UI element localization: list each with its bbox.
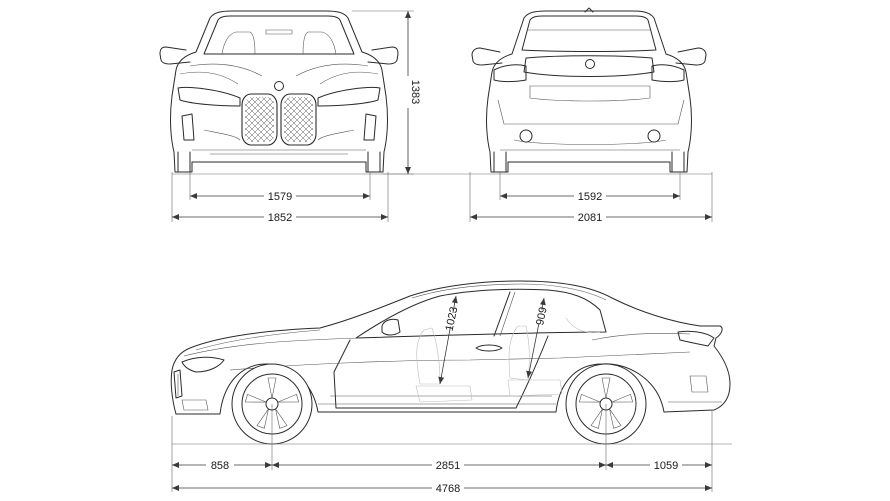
rear-body-outline — [486, 10, 692, 173]
front-overhang-label: 858 — [211, 460, 229, 472]
front-right-air-intake — [363, 113, 377, 141]
side-view — [170, 280, 731, 445]
rear-overhang-label: 1059 — [654, 460, 678, 472]
rear-right-tyre — [671, 151, 685, 173]
rear-window — [521, 15, 657, 52]
front-right-headlight — [317, 87, 381, 107]
front-left-tyre — [177, 151, 191, 173]
rear-left-tyre — [493, 151, 507, 173]
wheelbase-label: 2851 — [436, 460, 460, 472]
front-left-kidney-grille — [241, 93, 278, 146]
front-right-kidney-grille — [280, 93, 317, 146]
rear-left-tail-light — [493, 64, 527, 82]
side-body-outline — [170, 280, 731, 415]
front-windshield — [203, 15, 355, 55]
rear-right-exhaust — [647, 129, 661, 143]
front-headroom-label: 1023 — [444, 306, 461, 332]
front-left-headlight — [177, 87, 241, 107]
front-right-mirror — [367, 46, 399, 65]
height-label: 1383 — [409, 80, 421, 104]
front-view — [159, 10, 399, 173]
front-left-mirror — [159, 46, 191, 65]
front-left-air-intake — [181, 113, 195, 141]
rear-right-tail-light — [651, 64, 685, 82]
front-width-label: 1852 — [268, 212, 292, 224]
rear-track-label: 1592 — [578, 191, 602, 203]
side-headlight — [181, 356, 225, 373]
front-track-label: 1579 — [268, 191, 292, 203]
side-windows — [355, 288, 607, 339]
side-mirror — [381, 318, 401, 336]
rear-right-mirror — [675, 47, 707, 66]
front-body-outline — [170, 10, 388, 173]
door-handle — [475, 344, 503, 352]
side-tail-light — [677, 330, 715, 347]
rear-left-mirror — [471, 47, 503, 66]
side-front-grille — [173, 369, 183, 399]
front-bmw-logo — [274, 81, 284, 91]
front-headroom-dimension-line — [439, 295, 457, 385]
rear-trunk-lid — [523, 55, 655, 77]
length-label: 4768 — [436, 483, 460, 495]
mirror-width-label: 2081 — [578, 212, 602, 224]
rear-view — [471, 7, 707, 173]
rear-left-exhaust — [519, 129, 533, 143]
front-right-tyre — [367, 151, 381, 173]
rear-headroom-label: 909 — [534, 306, 550, 326]
rear-bmw-logo — [585, 59, 595, 69]
side-door — [333, 335, 549, 409]
